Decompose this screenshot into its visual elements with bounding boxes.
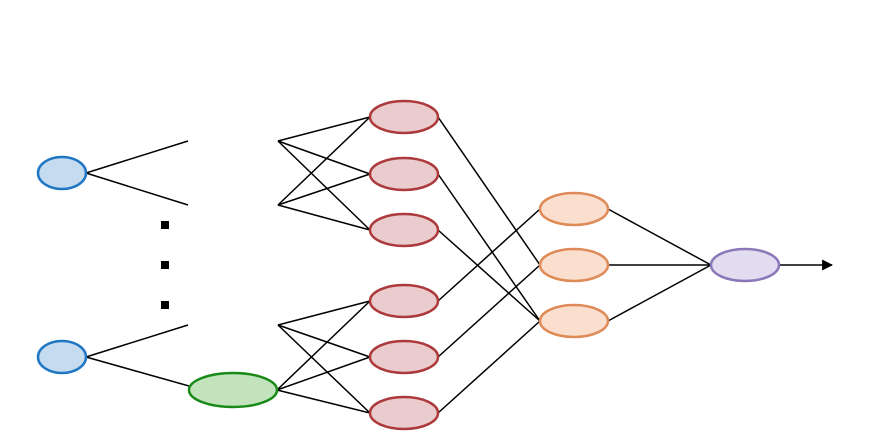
hub-2-to-hidden-1-3 xyxy=(277,204,371,231)
input-2-to-embedding xyxy=(85,356,190,387)
input-1-stub-lower xyxy=(85,172,189,206)
hub-2-to-hidden-1-2 xyxy=(277,173,371,206)
hub-1-to-hidden-1-3 xyxy=(277,140,371,231)
hidden-1-5-to-hidden-2-2 xyxy=(437,264,541,358)
input-node-2 xyxy=(36,339,88,375)
hidden-1-2-to-hidden-2-3 xyxy=(437,173,541,322)
input-1-stub-upper xyxy=(85,140,189,174)
hidden-2-node-2 xyxy=(538,247,610,283)
lower-source-1-to-hidden-1-6 xyxy=(277,324,371,414)
hidden-2-3-to-output xyxy=(607,264,712,322)
continuation-dot-2 xyxy=(161,261,169,269)
lower-source-1-to-hidden-1-4 xyxy=(277,300,371,326)
hidden-2-1-to-output xyxy=(607,208,712,266)
hidden-1-node-6 xyxy=(368,395,440,431)
lower-source-2-to-hidden-1-6 xyxy=(276,389,371,414)
hidden-1-3-to-hidden-2-3 xyxy=(437,229,541,322)
hub-2-to-hidden-1-1 xyxy=(277,116,371,206)
hidden-1-node-4 xyxy=(368,283,440,319)
hidden-1-node-1 xyxy=(368,99,440,135)
input-node-1 xyxy=(36,155,88,191)
continuation-dot-3 xyxy=(161,301,169,309)
lower-source-1-to-hidden-1-5 xyxy=(277,324,371,358)
extras-layer xyxy=(161,221,169,309)
edges-layer xyxy=(85,116,834,414)
hidden-2-node-3 xyxy=(538,303,610,339)
hidden-1-4-to-hidden-2-1 xyxy=(437,208,541,302)
input-2-stub-upper xyxy=(85,324,189,358)
hidden-1-node-2 xyxy=(368,156,440,192)
output-node-1 xyxy=(709,247,781,283)
hidden-1-6-to-hidden-2-3 xyxy=(437,320,541,414)
hidden-1-1-to-hidden-2-2 xyxy=(437,116,541,266)
continuation-dot-1 xyxy=(161,221,169,229)
hub-1-to-hidden-1-2 xyxy=(277,140,371,175)
lower-source-2-to-hidden-1-4 xyxy=(276,300,371,391)
nodes-layer xyxy=(36,99,781,431)
hub-1-to-hidden-1-1 xyxy=(277,116,371,142)
hidden-1-node-5 xyxy=(368,339,440,375)
lower-source-2-to-hidden-1-5 xyxy=(276,356,371,391)
hidden-1-node-3 xyxy=(368,212,440,248)
hidden-2-node-1 xyxy=(538,191,610,227)
embedding-node-1 xyxy=(187,371,279,409)
